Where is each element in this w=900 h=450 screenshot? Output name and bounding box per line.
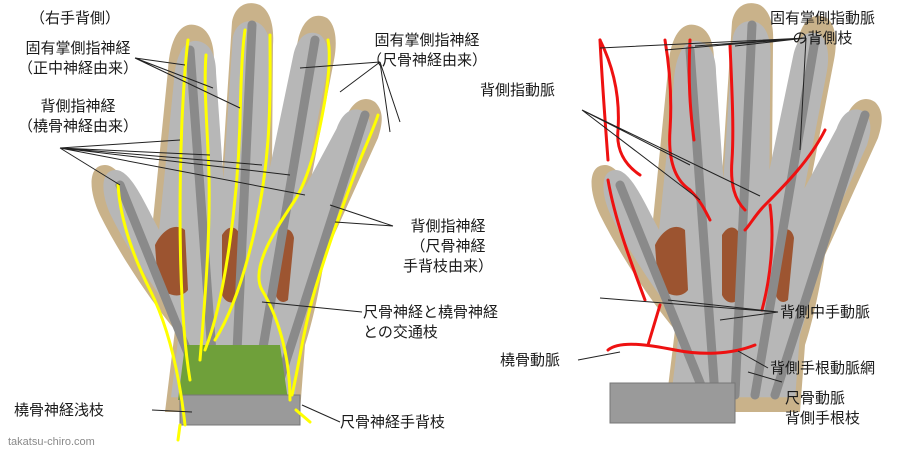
label-dorsal-metacarpal-artery: 背側中手動脈 xyxy=(780,303,871,321)
left-nerve-paths xyxy=(116,28,380,442)
label-proper-palmar-digital-nerve-median: 固有掌側指神経 （正中神経由来） xyxy=(17,39,138,77)
right-leader-lines xyxy=(577,37,807,383)
label-dorsal-branch-ulnar-nerve: 尺骨神経手背枝 xyxy=(340,413,446,431)
right-hand-arteries xyxy=(591,3,882,424)
label-radial-artery: 橈骨動脈 xyxy=(500,351,561,369)
label-proper-palmar-digital-nerve-ulnar: 固有掌側指神経 （尺骨神経由来） xyxy=(366,31,487,69)
label-communicating-branch: 尺骨神経と橈骨神経 との交通枝 xyxy=(363,303,499,341)
left-leader-lines xyxy=(59,57,401,423)
left-retinaculum-band xyxy=(179,394,301,426)
label-superficial-radial-nerve: 橈骨神経浅枝 xyxy=(14,401,105,419)
label-dorsal-digital-nerve-radial: 背側指神経 （橈骨神経由来） xyxy=(17,97,138,135)
site-credit: takatsu-chiro.com xyxy=(8,436,95,448)
label-proper-palmar-digital-artery-dorsal-branch: 固有掌側指動脈 の背側枝 xyxy=(769,9,875,47)
label-dorsal-digital-nerve-ulnar: 背側指神経 （尺骨神経 手背枝由来） xyxy=(402,217,493,275)
right-retinaculum-band xyxy=(609,382,736,424)
left-hand-nerves xyxy=(91,3,382,442)
right-artery-paths xyxy=(598,38,827,355)
view-title: （右手背側） xyxy=(30,9,121,27)
left-green-tissue xyxy=(178,345,288,400)
label-dorsal-digital-artery: 背側指動脈 xyxy=(480,81,556,99)
label-ulnar-dorsal-carpal-branch: 尺骨動脈 背側手根枝 xyxy=(785,389,861,427)
label-dorsal-carpal-network: 背側手根動脈網 xyxy=(770,359,876,377)
